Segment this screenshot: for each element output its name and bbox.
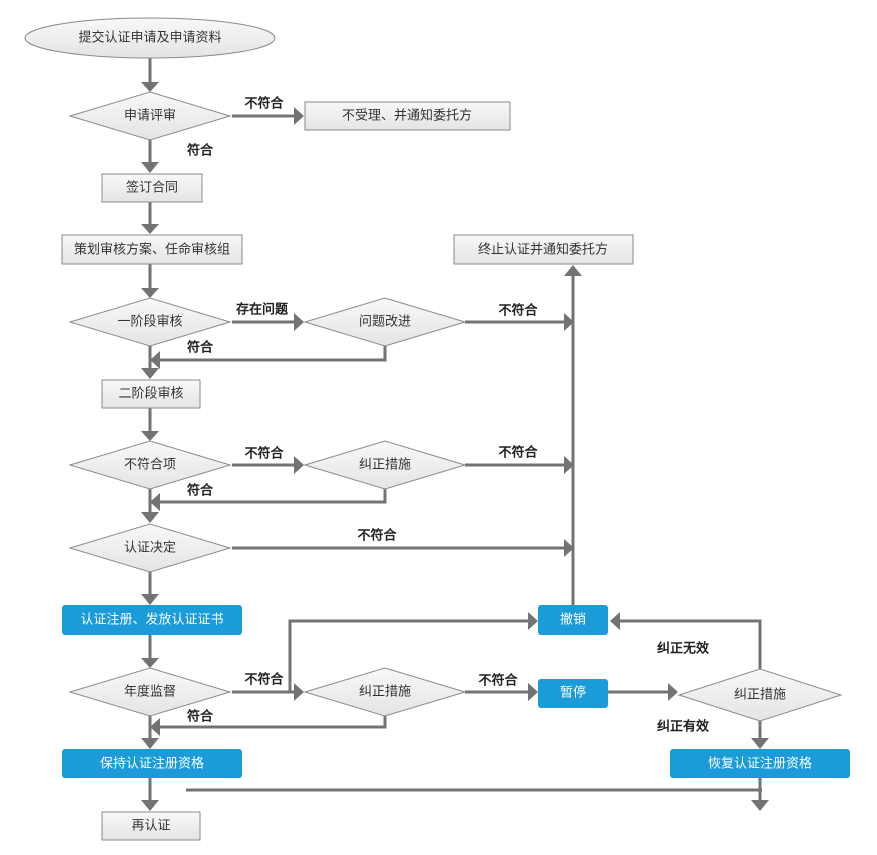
decision-annual: 年度监督	[68, 667, 232, 717]
node-revoke: 撤销	[538, 605, 608, 635]
edge-label: 符合	[187, 483, 214, 499]
decision-corrective-1: 纠正措施	[303, 440, 467, 490]
node-label: 提交认证申请及申请资料	[78, 30, 221, 46]
node-register: 认证注册、发放认证证书	[62, 605, 242, 635]
node-label: 认证注册、发放认证证书	[80, 612, 223, 628]
edge-label: 不符合	[478, 673, 518, 689]
node-label: 保持认证注册资格	[100, 756, 204, 772]
node-restore: 恢复认证注册资格	[670, 749, 850, 778]
edge-label: 纠正有效	[657, 719, 710, 735]
edge-label: 存在问题	[236, 302, 289, 318]
node-label: 不受理、并通知委托方	[342, 108, 472, 124]
node-label: 一阶段审核	[117, 315, 182, 330]
edge-label: 不符合	[244, 96, 284, 112]
node-label: 纠正措施	[359, 458, 411, 473]
node-contract: 签订合同	[101, 173, 203, 203]
connectors	[141, 58, 769, 811]
node-plan: 策划审核方案、任命审核组	[61, 234, 243, 265]
decision-stage1: 一阶段审核	[68, 297, 232, 347]
edge-label: 不符合	[498, 303, 538, 319]
edge-labels: 不符合 符合 存在问题 不符合 符合 不符合 不符合 符合 不符合 不符合 不符…	[187, 96, 710, 735]
decision-cert-decision: 认证决定	[68, 523, 232, 573]
edge-label: 符合	[187, 709, 214, 725]
node-label: 终止认证并通知委托方	[478, 242, 608, 258]
node-label: 再认证	[131, 819, 170, 834]
node-submit: 提交认证申请及申请资料	[24, 17, 276, 59]
node-maintain: 保持认证注册资格	[62, 749, 242, 778]
node-label: 纠正措施	[734, 688, 786, 703]
node-label: 撤销	[560, 612, 586, 628]
node-label: 二阶段审核	[118, 387, 183, 402]
edge-label: 不符合	[244, 446, 284, 462]
decision-corrective-3: 纠正措施	[677, 668, 843, 722]
decision-nonconform: 不符合项	[68, 440, 232, 490]
node-recert: 再认证	[101, 811, 201, 841]
node-label: 问题改进	[359, 315, 411, 330]
node-label: 认证决定	[124, 541, 176, 556]
edge-label: 符合	[187, 143, 214, 159]
edge-label: 不符合	[244, 672, 284, 688]
node-label: 不符合项	[124, 457, 176, 473]
node-label: 策划审核方案、任命审核组	[74, 242, 230, 258]
decision-corrective-2: 纠正措施	[303, 667, 467, 717]
node-terminate: 终止认证并通知委托方	[453, 234, 634, 265]
node-label: 签订合同	[126, 180, 178, 196]
edge-label: 不符合	[498, 445, 538, 461]
node-label: 暂停	[560, 685, 586, 701]
node-reject: 不受理、并通知委托方	[304, 101, 511, 131]
node-label: 申请评审	[124, 109, 176, 124]
edge-label: 符合	[187, 340, 214, 356]
edge-label: 不符合	[357, 528, 397, 544]
decision-app-review: 申请评审	[68, 91, 232, 141]
node-stage2: 二阶段审核	[101, 379, 201, 409]
node-label: 恢复认证注册资格	[708, 756, 812, 772]
decision-improve: 问题改进	[303, 297, 467, 347]
node-suspend: 暂停	[538, 679, 608, 708]
node-label: 纠正措施	[359, 685, 411, 700]
edge-label: 纠正无效	[657, 641, 710, 657]
node-label: 年度监督	[124, 684, 176, 700]
